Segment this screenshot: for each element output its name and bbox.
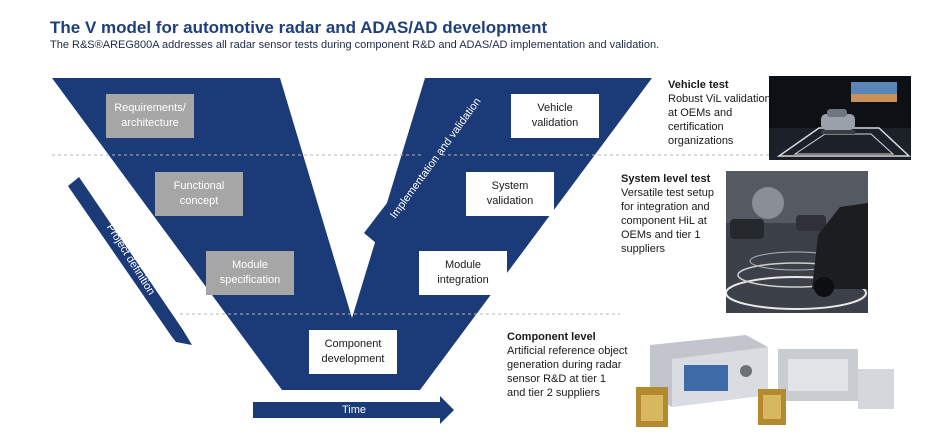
time-label: Time [342, 404, 367, 416]
system-test-photo [726, 171, 868, 313]
module-specification-box: Module specification [206, 251, 294, 295]
page-title: The V model for automotive radar and ADA… [50, 18, 548, 37]
implementation-validation-arrow [364, 78, 490, 243]
component-level-heading: Component level [507, 331, 596, 343]
component-level-text: Artificial reference object generation d… [507, 345, 628, 399]
vehicle-test-photo [769, 76, 911, 160]
module-integration-box: Module integration [419, 251, 507, 295]
vehicle-validation-box: Vehicle validation [511, 94, 599, 138]
project-definition-arrow [68, 177, 192, 345]
requirements-architecture-box: Requirements/ architecture [106, 94, 194, 138]
system-test-text: Versatile test setup for integration and… [621, 187, 714, 255]
component-level-description: Component level Artificial reference obj… [507, 330, 639, 400]
vehicle-test-heading: Vehicle test [668, 79, 729, 91]
vehicle-test-description: Vehicle test Robust ViL validation at OE… [668, 78, 772, 148]
time-arrow [253, 396, 454, 424]
component-development-box: Component development [309, 330, 397, 374]
system-test-heading: System level test [621, 173, 711, 185]
component-test-photo [628, 325, 896, 441]
system-validation-box: System validation [466, 172, 554, 216]
system-test-description: System level test Versatile test setup f… [621, 172, 729, 256]
vehicle-test-text: Robust ViL validation at OEMs and certif… [668, 93, 771, 147]
functional-concept-box: Functional concept [155, 172, 243, 216]
v-shape [52, 78, 652, 390]
page-subtitle: The R&S®AREG800A addresses all radar sen… [50, 39, 660, 51]
